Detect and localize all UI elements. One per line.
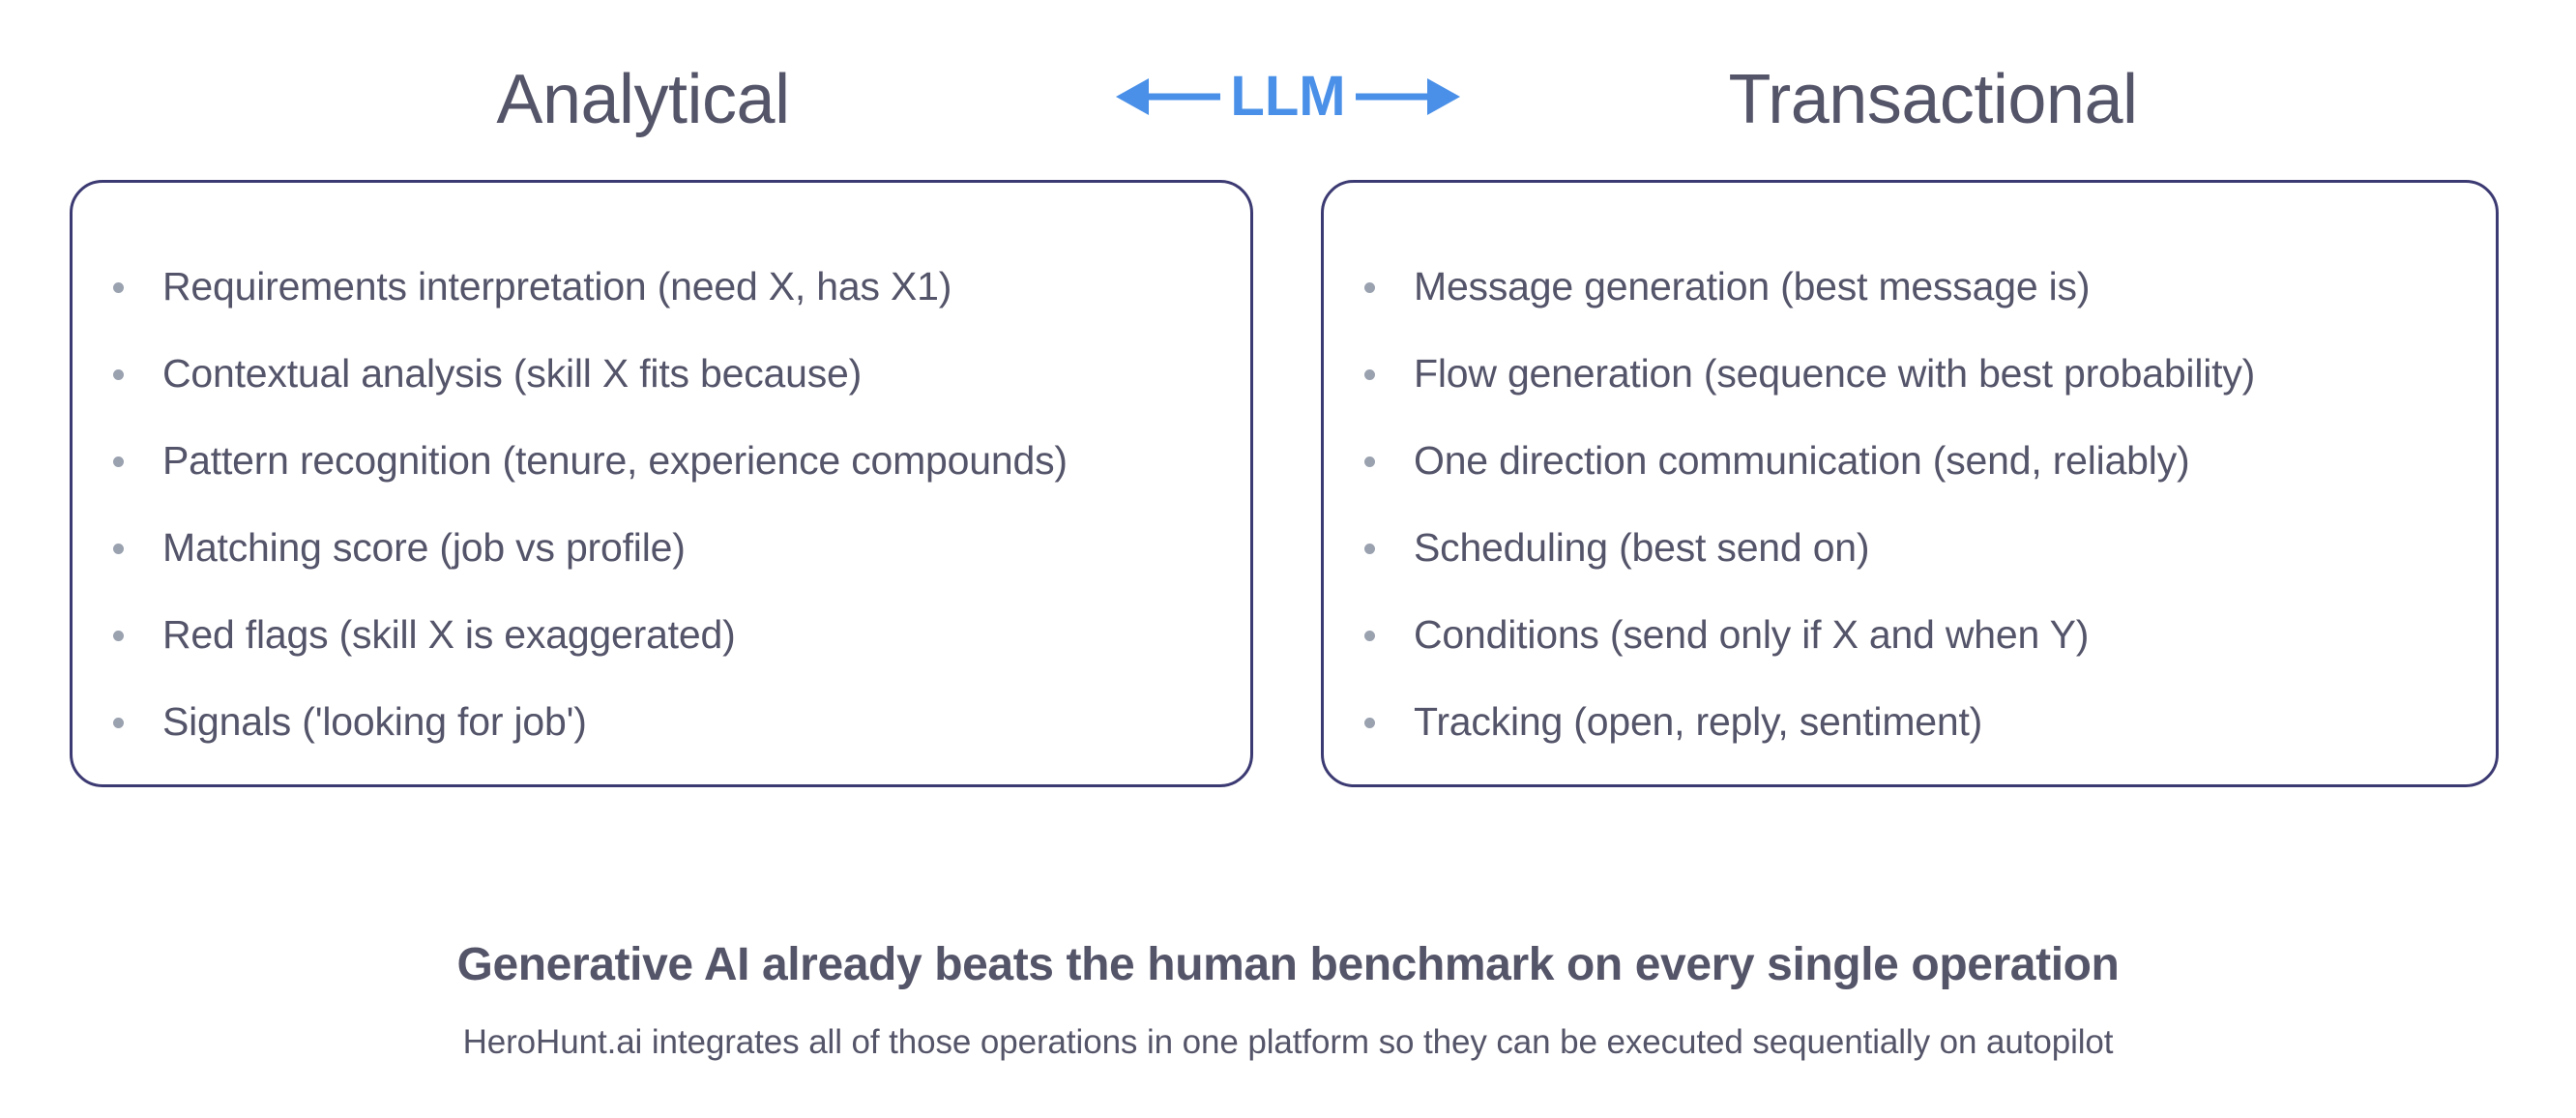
- list-item-label: Flow generation (sequence with best prob…: [1414, 351, 2256, 396]
- bullet-dot-icon: [113, 631, 124, 641]
- list-item: Pattern recognition (tenure, experience …: [113, 436, 1212, 485]
- list-item-label: Signals ('looking for job'): [162, 699, 587, 744]
- list-item: Conditions (send only if X and when Y): [1364, 610, 2457, 659]
- footer-heading: Generative AI already beats the human be…: [456, 939, 2120, 990]
- analytical-card: Requirements interpretation (need X, has…: [70, 180, 1253, 787]
- list-item-label: One direction communication (send, relia…: [1414, 438, 2190, 483]
- list-item-label: Red flags (skill X is exaggerated): [162, 612, 736, 657]
- list-item-label: Requirements interpretation (need X, has…: [162, 264, 952, 309]
- llm-bidirectional-badge: LLM: [1073, 50, 1503, 143]
- bullet-dot-icon: [113, 456, 124, 467]
- bullet-dot-icon: [1364, 456, 1375, 467]
- analytical-bullet-list: Requirements interpretation (need X, has…: [73, 183, 1250, 746]
- column-headings: Analytical Transactional: [0, 46, 2576, 153]
- list-item: Contextual analysis (skill X fits becaus…: [113, 349, 1212, 397]
- list-item: Requirements interpretation (need X, has…: [113, 262, 1212, 310]
- llm-label: LLM: [1230, 65, 1346, 128]
- list-item-label: Conditions (send only if X and when Y): [1414, 612, 2090, 657]
- column-heading-transactional: Transactional: [1728, 61, 2138, 138]
- bullet-dot-icon: [113, 369, 124, 380]
- list-item: One direction communication (send, relia…: [1364, 436, 2457, 485]
- bullet-dot-icon: [113, 282, 124, 293]
- list-item: Message generation (best message is): [1364, 262, 2457, 310]
- arrow-left-icon: [1116, 78, 1221, 115]
- list-item: Scheduling (best send on): [1364, 523, 2457, 572]
- arrow-right-icon: [1355, 78, 1460, 115]
- list-item: Red flags (skill X is exaggerated): [113, 610, 1212, 659]
- list-item-label: Contextual analysis (skill X fits becaus…: [162, 351, 863, 396]
- bullet-dot-icon: [113, 544, 124, 554]
- list-item: Flow generation (sequence with best prob…: [1364, 349, 2457, 397]
- bullet-dot-icon: [1364, 369, 1375, 380]
- list-item: Signals ('looking for job'): [113, 697, 1212, 746]
- column-heading-analytical: Analytical: [496, 61, 790, 138]
- list-item: Matching score (job vs profile): [113, 523, 1212, 572]
- bullet-dot-icon: [1364, 718, 1375, 728]
- transactional-card: Message generation (best message is) Flo…: [1321, 180, 2499, 787]
- bullet-dot-icon: [113, 718, 124, 728]
- bullet-dot-icon: [1364, 631, 1375, 641]
- list-item: Tracking (open, reply, sentiment): [1364, 697, 2457, 746]
- transactional-bullet-list: Message generation (best message is) Flo…: [1324, 183, 2496, 746]
- bullet-dot-icon: [1364, 544, 1375, 554]
- list-item-label: Matching score (job vs profile): [162, 525, 686, 570]
- bullet-dot-icon: [1364, 282, 1375, 293]
- footer-subtitle: HeroHunt.ai integrates all of those oper…: [462, 1023, 2114, 1061]
- list-item-label: Message generation (best message is): [1414, 264, 2091, 309]
- list-item-label: Scheduling (best send on): [1414, 525, 1870, 570]
- list-item-label: Pattern recognition (tenure, experience …: [162, 438, 1068, 483]
- footer-section: Generative AI already beats the human be…: [0, 936, 2576, 1065]
- list-item-label: Tracking (open, reply, sentiment): [1414, 699, 1983, 744]
